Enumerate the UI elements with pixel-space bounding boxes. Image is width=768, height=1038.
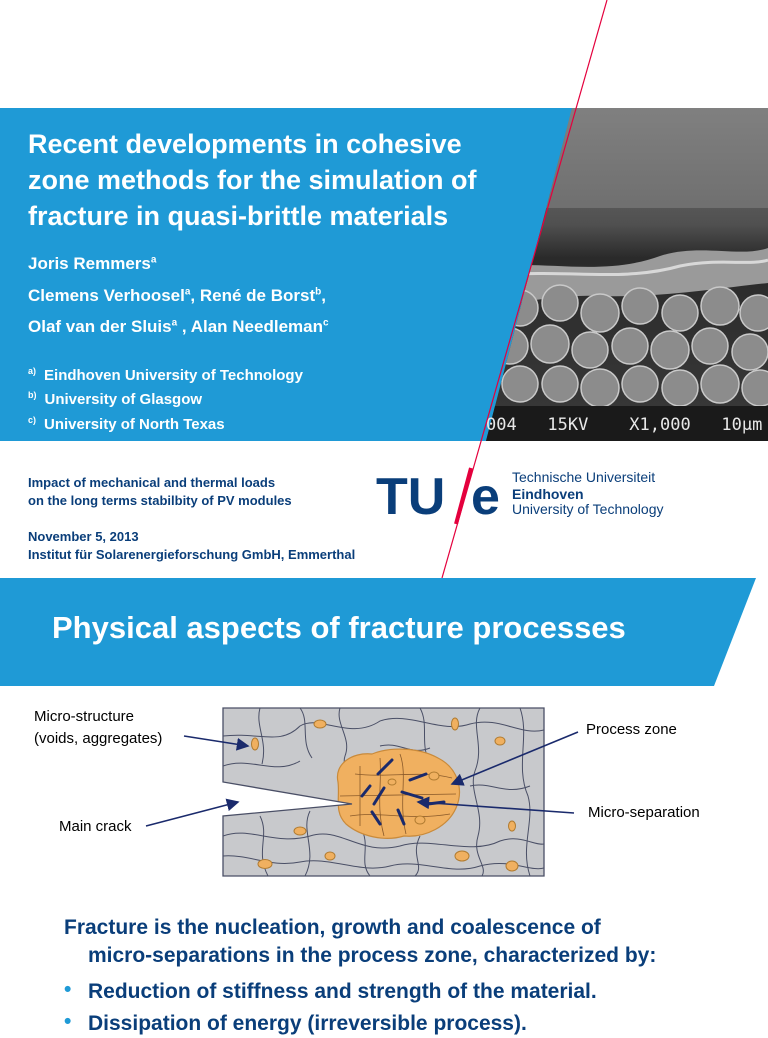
presentation-title: Recent developments in cohesive zone met… [28,126,548,234]
author-line-2: Clemens Verhoosela, René de Borstb, [28,286,326,305]
logo-mark-left: TU [376,468,445,526]
bullet-item: Reduction of stiffness and strength of t… [88,980,597,1003]
fracture-process-diagram: Micro-structure (voids, aggregates) Proc… [34,707,700,877]
affiliation: c) University of North Texas [28,415,225,433]
logo-line-3: University of Technology [512,501,664,517]
author-name: René de Borst [199,286,316,305]
affiliation-key: a) [28,366,37,376]
label-micro-separation: Micro-separation [588,804,700,821]
event-description: Impact of mechanical and thermal loads o… [28,474,292,510]
logo-line-2: Eindhoven [512,486,584,502]
arrow-main-crack [145,798,240,827]
title-slide: 004 15KV X1,000 10µm Recent developments… [0,0,768,578]
title-line: Recent developments in cohesive [28,129,462,159]
event-line: on the long terms stabilbity of PV modul… [28,493,292,508]
tue-logo: TU e [376,467,500,526]
event-line: Impact of mechanical and thermal loads [28,475,276,490]
sem-caption: 004 15KV X1,000 10µm [486,415,762,435]
arrow-microstructure [183,735,250,751]
bullet-marker: • [64,1010,72,1033]
affiliation-key: c) [28,415,37,425]
affiliation-name: University of Glasgow [44,391,203,408]
slide-title: Physical aspects of fracture processes [52,610,626,645]
title-line: fracture in quasi-brittle materials [28,201,449,231]
affiliation: a) Eindhoven University of Technology [28,366,303,384]
label-process-zone: Process zone [586,721,677,738]
affiliation-name: University of North Texas [44,416,225,433]
author-sup: c [322,317,329,329]
arrow-micro-separation [416,796,575,814]
author-sup: a [150,254,157,266]
specimen [223,708,544,876]
sem-micrograph: 004 15KV X1,000 10µm [486,108,768,441]
label-microstructure-detail: (voids, aggregates) [34,730,162,747]
process-zone [336,748,460,839]
event-venue: Institut für Solarenergieforschung GmbH,… [28,547,356,562]
bullet-item: Dissipation of energy (irreversible proc… [88,1012,527,1035]
fracture-definition-line-2: micro-separations in the process zone, c… [88,944,657,967]
bullet-marker: • [64,978,72,1001]
red-diagonal-line [441,0,608,578]
event-date-venue: November 5, 2013 Institut für Solarenerg… [28,528,355,564]
affiliation-key: b) [28,390,37,400]
author-name: Olaf van der Sluis [28,317,172,336]
affiliation-name: Eindhoven University of Technology [44,367,303,384]
author-line-1: Joris Remmersa [28,254,156,274]
author-line-3: Olaf van der Sluisa , Alan Needlemanc [28,317,329,336]
author-name: Clemens Verhoosel [28,286,185,305]
author-name: Alan Needleman [190,317,323,336]
title-line: zone methods for the simulation of [28,165,477,195]
arrow-process-zone [450,731,579,786]
slide-header-band [0,578,756,686]
fracture-definition-line-1: Fracture is the nucleation, growth and c… [64,916,601,939]
logo-line-1: Technische Universiteit [512,469,656,485]
author-sup: b [315,286,322,298]
event-date: November 5, 2013 [28,529,139,544]
affiliation: b) University of Glasgow [28,390,202,408]
logo-mark-right: e [471,468,500,526]
label-main-crack: Main crack [59,818,132,835]
author-name: Joris Remmers [28,254,151,273]
author-sup: a [184,286,191,298]
author-sup: a [171,317,178,329]
label-microstructure: Micro-structure [34,708,134,725]
